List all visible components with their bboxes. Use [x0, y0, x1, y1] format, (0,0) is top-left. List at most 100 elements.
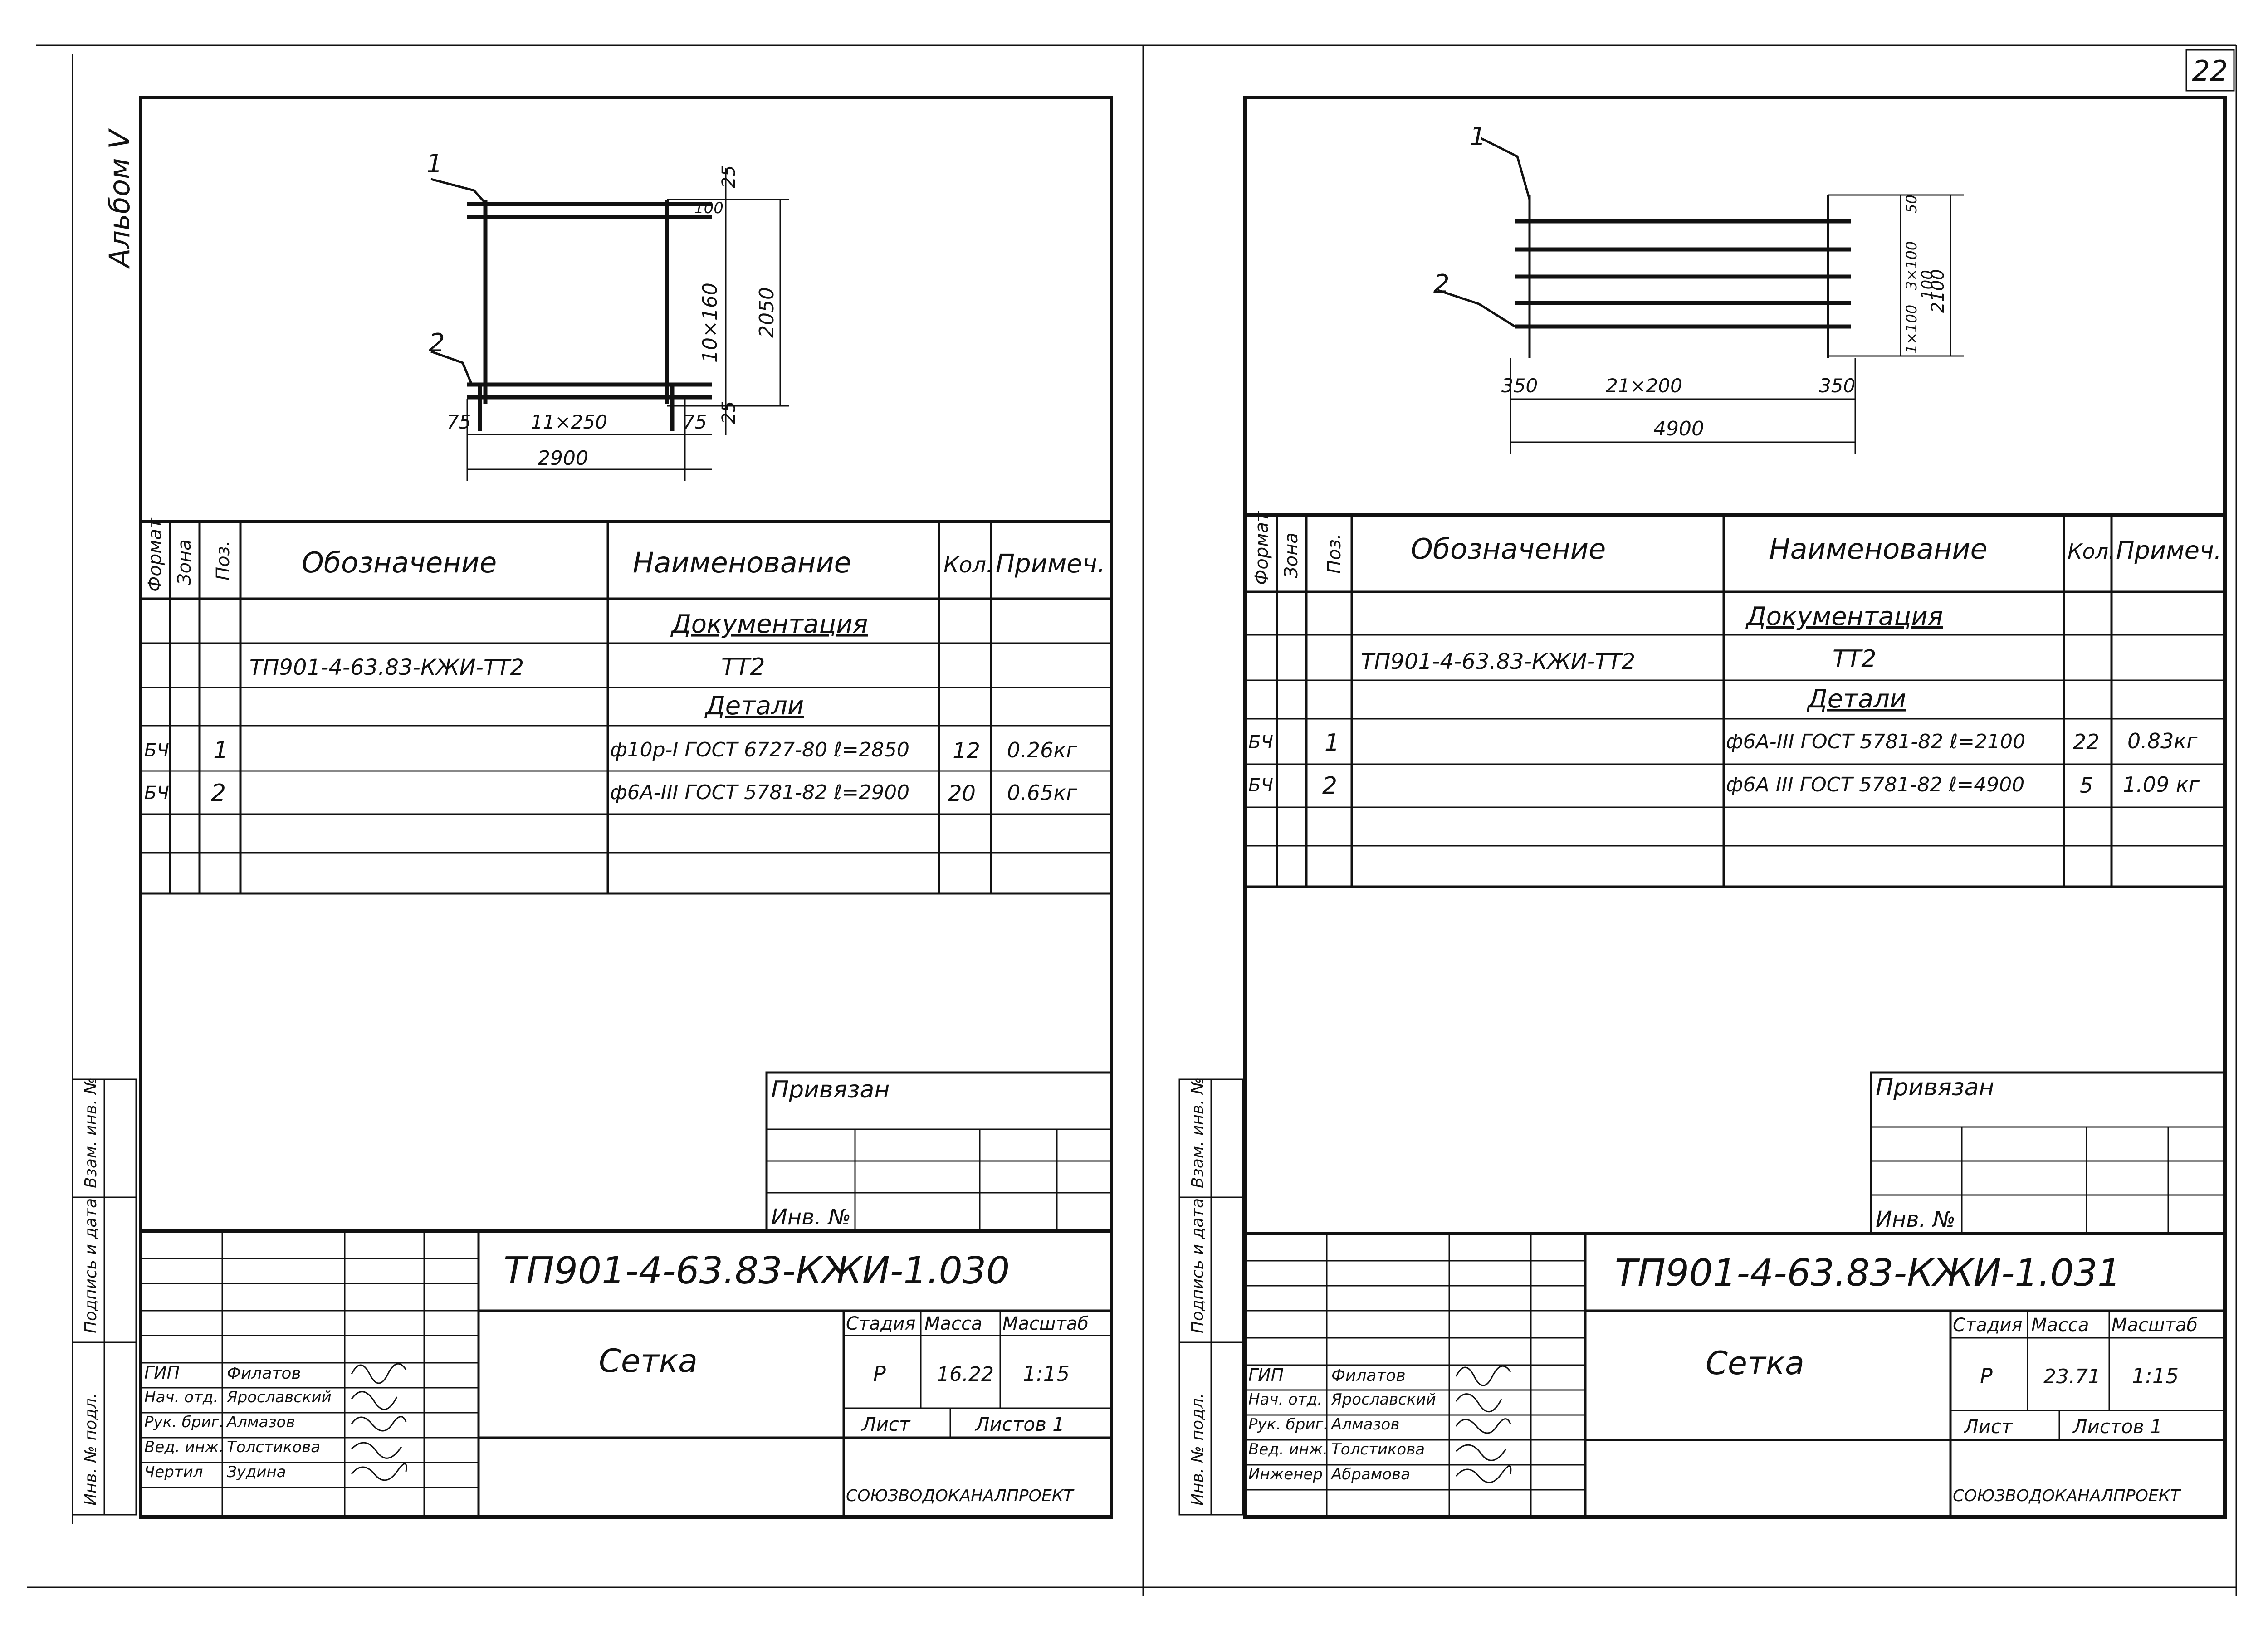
sheet-label: Лист — [861, 1413, 911, 1435]
drawing-code: ТП901-4-63.83-КЖИ-1.030 — [503, 1249, 1010, 1293]
spec-row2-format: БЧ — [1248, 775, 1273, 796]
side-stamp-right: Инв. № подл. Подпись и дата Взам. инв. № — [1178, 1078, 1244, 1516]
dim-total-width: 2900 — [538, 447, 588, 470]
signature — [351, 1463, 407, 1481]
attached-label: Привязан — [771, 1076, 890, 1103]
attached-block-right: Привязан Инв. № — [1870, 1071, 2226, 1235]
side-label-inv: Инв. № подл. — [1188, 1393, 1207, 1506]
name-team-lead: Алмазов — [1330, 1415, 1399, 1434]
name-dept-head: Ярославский — [1331, 1390, 1436, 1409]
page-number: 22 — [2192, 54, 2228, 88]
role-team-lead: Рук. бриг. — [144, 1413, 224, 1431]
leader-pos2 — [1437, 289, 1516, 328]
drawing-title: Сетка — [599, 1342, 698, 1380]
side-label-sign: Подпись и дата — [1188, 1198, 1207, 1333]
stage-label: Стадия — [1953, 1315, 2022, 1336]
side-stamp-left: Инв. № подл. Подпись и дата Взам. инв. № — [72, 1078, 137, 1516]
spec-table-right: Формат Зона Поз. Обозначение Наименовани… — [1245, 511, 2225, 888]
spec-section-documentation: Документация — [1745, 602, 1943, 631]
name-dept-head: Ярославский — [226, 1388, 332, 1406]
spec-doc-designation: ТП901-4-63.83-КЖИ-ТТ2 — [249, 655, 524, 680]
dim-total-vertical-2: 2100 — [1928, 269, 1948, 313]
name-engineer: Абрамова — [1330, 1465, 1410, 1483]
spec-header-note: Примеч. — [2116, 536, 2222, 565]
album-label: Альбом V — [103, 128, 136, 269]
spec-header-name: Наименование — [1769, 532, 1988, 566]
leader-pos1 — [430, 178, 486, 204]
spec-doc-name: ТТ2 — [721, 654, 765, 681]
spec-row2-note: 0.65кг — [1007, 780, 1077, 805]
dim-total-vertical: 100 — [1918, 270, 1936, 299]
leader-pos1 — [1480, 137, 1531, 200]
mass-label: Масса — [2031, 1315, 2089, 1336]
page-number-box — [2185, 49, 2235, 92]
title-block-right: ТП901-4-63.83-КЖИ-1.031 Сетка Стадия Мас… — [1245, 1232, 2225, 1517]
spec-row1-format: БЧ — [1248, 732, 1273, 753]
dim-left-margin: 75 — [447, 411, 471, 433]
signatures — [1455, 1365, 1512, 1483]
pos1-label: 1 — [426, 149, 443, 179]
drawing-title: Сетка — [1706, 1345, 1804, 1382]
sheets-label: Листов 1 — [2072, 1415, 2162, 1438]
scale-value: 1:15 — [1023, 1361, 1070, 1386]
inv-label: Инв. № — [771, 1205, 851, 1230]
spec-section-details: Детали — [1806, 684, 1906, 714]
name-team-lead: Алмазов — [226, 1413, 295, 1431]
mesh-drawing-left: 1 2 100 25 10×160 2050 25 75 11×250 75 2… — [426, 149, 789, 481]
signature — [1455, 1465, 1512, 1483]
side-label-replace: Взам. инв. № — [1188, 1078, 1207, 1188]
signature — [1455, 1418, 1511, 1434]
spec-row1-format: БЧ — [144, 740, 169, 761]
signature — [351, 1363, 407, 1384]
role-gip: ГИП — [1248, 1365, 1284, 1385]
signature — [1455, 1393, 1502, 1413]
spec-table-left: Формат Зона Поз. Обозначение Наименовани… — [141, 517, 1111, 895]
role-engineer: Инженер — [1248, 1465, 1323, 1483]
attached-block-left: Привязан Инв. № — [765, 1071, 1113, 1233]
spec-row1-qty: 22 — [2073, 730, 2100, 754]
name-gip: Филатов — [1331, 1366, 1406, 1385]
spec-header-format: Формат — [145, 517, 166, 592]
mesh-drawing-right: 1 2 50 3×100 1×100 100 2100 350 21×200 3… — [1433, 122, 1964, 454]
mass-value: 23.71 — [2043, 1365, 2101, 1388]
spec-header-designation: Обозначение — [1411, 532, 1606, 566]
spec-doc-designation: ТП901-4-63.83-КЖИ-ТТ2 — [1361, 649, 1635, 674]
role-lead-engineer: Вед. инж. — [1248, 1440, 1328, 1458]
dim-spacing: 11×250 — [531, 411, 607, 433]
left-sheet-border — [139, 96, 1113, 1519]
spec-header-designation: Обозначение — [302, 546, 497, 579]
spec-header-zone: Зона — [174, 539, 195, 585]
spec-doc-name: ТТ2 — [1833, 645, 1877, 673]
spec-row1-name: ф10р-I ГОСТ 6727-80 ℓ=2850 — [610, 738, 909, 761]
side-label-sign: Подпись и дата — [82, 1198, 100, 1333]
signature — [1455, 1365, 1511, 1386]
signature — [351, 1442, 402, 1459]
dim-bottom-vertical: 1×100 — [1903, 305, 1920, 354]
spec-row1-pos: 1 — [1325, 729, 1339, 756]
sheet-label: Лист — [1963, 1415, 2013, 1438]
organization: СОЮЗВОДОКАНАЛПРОЕКТ — [1953, 1487, 2181, 1505]
inv-label: Инв. № — [1876, 1207, 1955, 1232]
spec-header-note: Примеч. — [996, 549, 1105, 579]
dim-top-offset: 25 — [719, 165, 739, 188]
spec-row1-name: ф6А-III ГОСТ 5781-82 ℓ=2100 — [1726, 730, 2025, 753]
spec-row2-pos: 2 — [1322, 772, 1337, 800]
spec-header-format: Формат — [1251, 511, 1272, 585]
side-label-inv: Инв. № подл. — [82, 1393, 100, 1506]
signature — [1455, 1444, 1507, 1461]
scale-value: 1:15 — [2132, 1364, 2179, 1388]
signature — [351, 1416, 407, 1432]
name-gip: Филатов — [227, 1364, 301, 1383]
stage-value: Р — [1980, 1364, 1993, 1388]
spec-header-qty: Кол. — [943, 552, 993, 578]
spec-section-documentation: Документация — [670, 610, 868, 639]
spec-row2-qty: 5 — [2080, 773, 2093, 798]
spec-row1-note: 0.26кг — [1007, 738, 1077, 762]
name-lead-engineer: Толстикова — [227, 1438, 320, 1456]
dim-right-margin: 350 — [1819, 375, 1855, 397]
organization: СОЮЗВОДОКАНАЛПРОЕКТ — [846, 1487, 1075, 1505]
pos2-label: 2 — [1433, 269, 1450, 299]
stage-label: Стадия — [846, 1313, 915, 1334]
dim-top-label: 100 — [694, 199, 723, 217]
